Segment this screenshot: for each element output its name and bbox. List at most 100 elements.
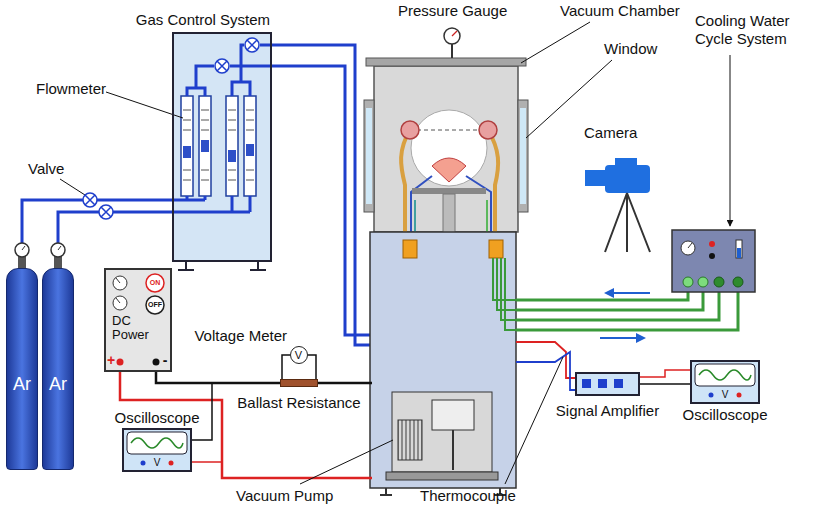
box-heading: Gas Control System (136, 11, 270, 28)
gas-pipes-part (187, 66, 214, 96)
cooling-water-unit-part (672, 230, 755, 292)
dc-power-body-part (113, 276, 127, 290)
thermocouple-wires-part (640, 370, 690, 377)
leader-lines (60, 22, 730, 484)
valve-symbol-part (217, 61, 227, 71)
dc-power-body-part (146, 296, 164, 314)
part-label: Vacuum Chamber (560, 2, 680, 20)
cooling-water-unit-part (709, 253, 715, 259)
valve-symbol-part (99, 205, 113, 219)
gas-control-cabinet-part (178, 262, 266, 270)
vacuum-chamber-part (401, 121, 419, 139)
cooling-water-unit-part (733, 277, 743, 287)
part-label: Vacuum Pump (236, 487, 333, 505)
flowmeter-tubes-part (183, 146, 191, 158)
cooling-water-unit-part (612, 292, 650, 294)
power-wire (156, 372, 280, 383)
leader-lines-part (60, 179, 85, 195)
flowmeter-tubes-part (226, 96, 238, 196)
dc-power-body-part (104, 268, 172, 372)
wires-part (192, 461, 222, 463)
oscilloscope-left-body-part (127, 432, 187, 454)
device-label: Oscilloscope (682, 406, 767, 423)
wires-part (308, 355, 316, 379)
vacuum-chamber-part (411, 110, 487, 186)
switch-label: ON (150, 279, 161, 287)
gas-control-box: Gas Control System (172, 32, 272, 262)
vacuum-chamber-part (412, 188, 486, 194)
vacuum-chamber-part (518, 100, 528, 212)
dc-power-body-part (116, 278, 120, 283)
thermocouple-wires (516, 342, 690, 390)
terminal-sign: - (163, 352, 168, 368)
dc-power-body (104, 268, 172, 372)
vacuum-chamber-part (410, 130, 488, 131)
cooling-water-unit-part (736, 240, 742, 258)
cooling-water-unit (516, 230, 755, 343)
dc-power-body-part (146, 274, 164, 292)
vacuum-chamber-part (520, 108, 526, 204)
signal-amplifier-body (575, 372, 640, 396)
vacuum-chamber-part (466, 176, 491, 240)
part-label: Valve (28, 160, 64, 178)
cooling-water-unit-part (737, 248, 741, 258)
oscilloscope-right-body-part (695, 364, 755, 386)
thermocouple-wires-part (516, 352, 575, 390)
signal-amplifier-body-part (598, 379, 607, 388)
terminal-sign: + (107, 352, 115, 368)
signal-amplifier-body-part (575, 372, 640, 396)
flowmeter-tubes-part (228, 150, 236, 162)
oscilloscope-right-body-part (690, 360, 760, 404)
cylinder-gauge-part (51, 243, 65, 257)
cylinder-gauge-part (58, 246, 61, 250)
camera-part (615, 158, 637, 165)
argon-cylinder: Ar (42, 268, 74, 470)
wires-part (318, 382, 372, 385)
cooling-water-unit-part (714, 277, 724, 287)
meter-letter: V (722, 389, 729, 401)
vacuum-chamber-part (432, 158, 466, 182)
cooling-water-unit-part (709, 241, 715, 247)
vacuum-chamber-part (364, 100, 374, 212)
pump-housing (370, 232, 516, 495)
vacuum-chamber-part (452, 31, 457, 36)
oscilloscope-left-body-part (131, 438, 183, 448)
vacuum-chamber-part (488, 130, 498, 240)
gas-pipes-part (172, 196, 205, 200)
voltmeter-symbol: Voltage MeterV (290, 346, 308, 364)
valve-symbol-part (85, 195, 95, 205)
vacuum-chamber-part (401, 130, 410, 240)
signal-wire (640, 383, 690, 385)
signal-amplifier-body-part (582, 379, 591, 388)
pump-housing-part (392, 392, 492, 472)
gas-pipes-part (172, 196, 250, 212)
gas-name: Ar (13, 374, 31, 395)
flowmeter-tubes-part (183, 110, 254, 180)
pump-housing-part (452, 430, 454, 470)
meter-letter: V (154, 457, 161, 469)
leader-lines-part (300, 440, 393, 484)
camera (585, 158, 650, 252)
flowmeter-tubes-part (201, 140, 209, 152)
cooling-water-unit-part (600, 337, 638, 339)
camera-part (605, 165, 650, 193)
gas-pipe (22, 200, 172, 268)
flowmeter-tubes-part (244, 96, 256, 196)
thermocouple-wires-part (516, 342, 575, 378)
vacuum-chamber-part (451, 44, 453, 58)
device-label: Oscilloscope (114, 409, 199, 426)
switch-label: OFF (148, 301, 162, 309)
vacuum-chamber-part (479, 121, 497, 139)
oscilloscope-left-body (122, 428, 192, 472)
device-label: Ballast Resistance (237, 394, 360, 411)
signal-amplifier-body-part (614, 379, 623, 388)
part-label: Pressure Gauge (398, 2, 507, 20)
cylinder-gauge-part (22, 246, 25, 250)
cooling-water-unit-part (688, 243, 692, 248)
leader-lines-part (521, 22, 590, 63)
signal-amplifier: Signal Amplifier (575, 372, 640, 396)
cooling-water-unit-part (683, 277, 693, 287)
oscilloscope-left-body-part (141, 461, 146, 466)
